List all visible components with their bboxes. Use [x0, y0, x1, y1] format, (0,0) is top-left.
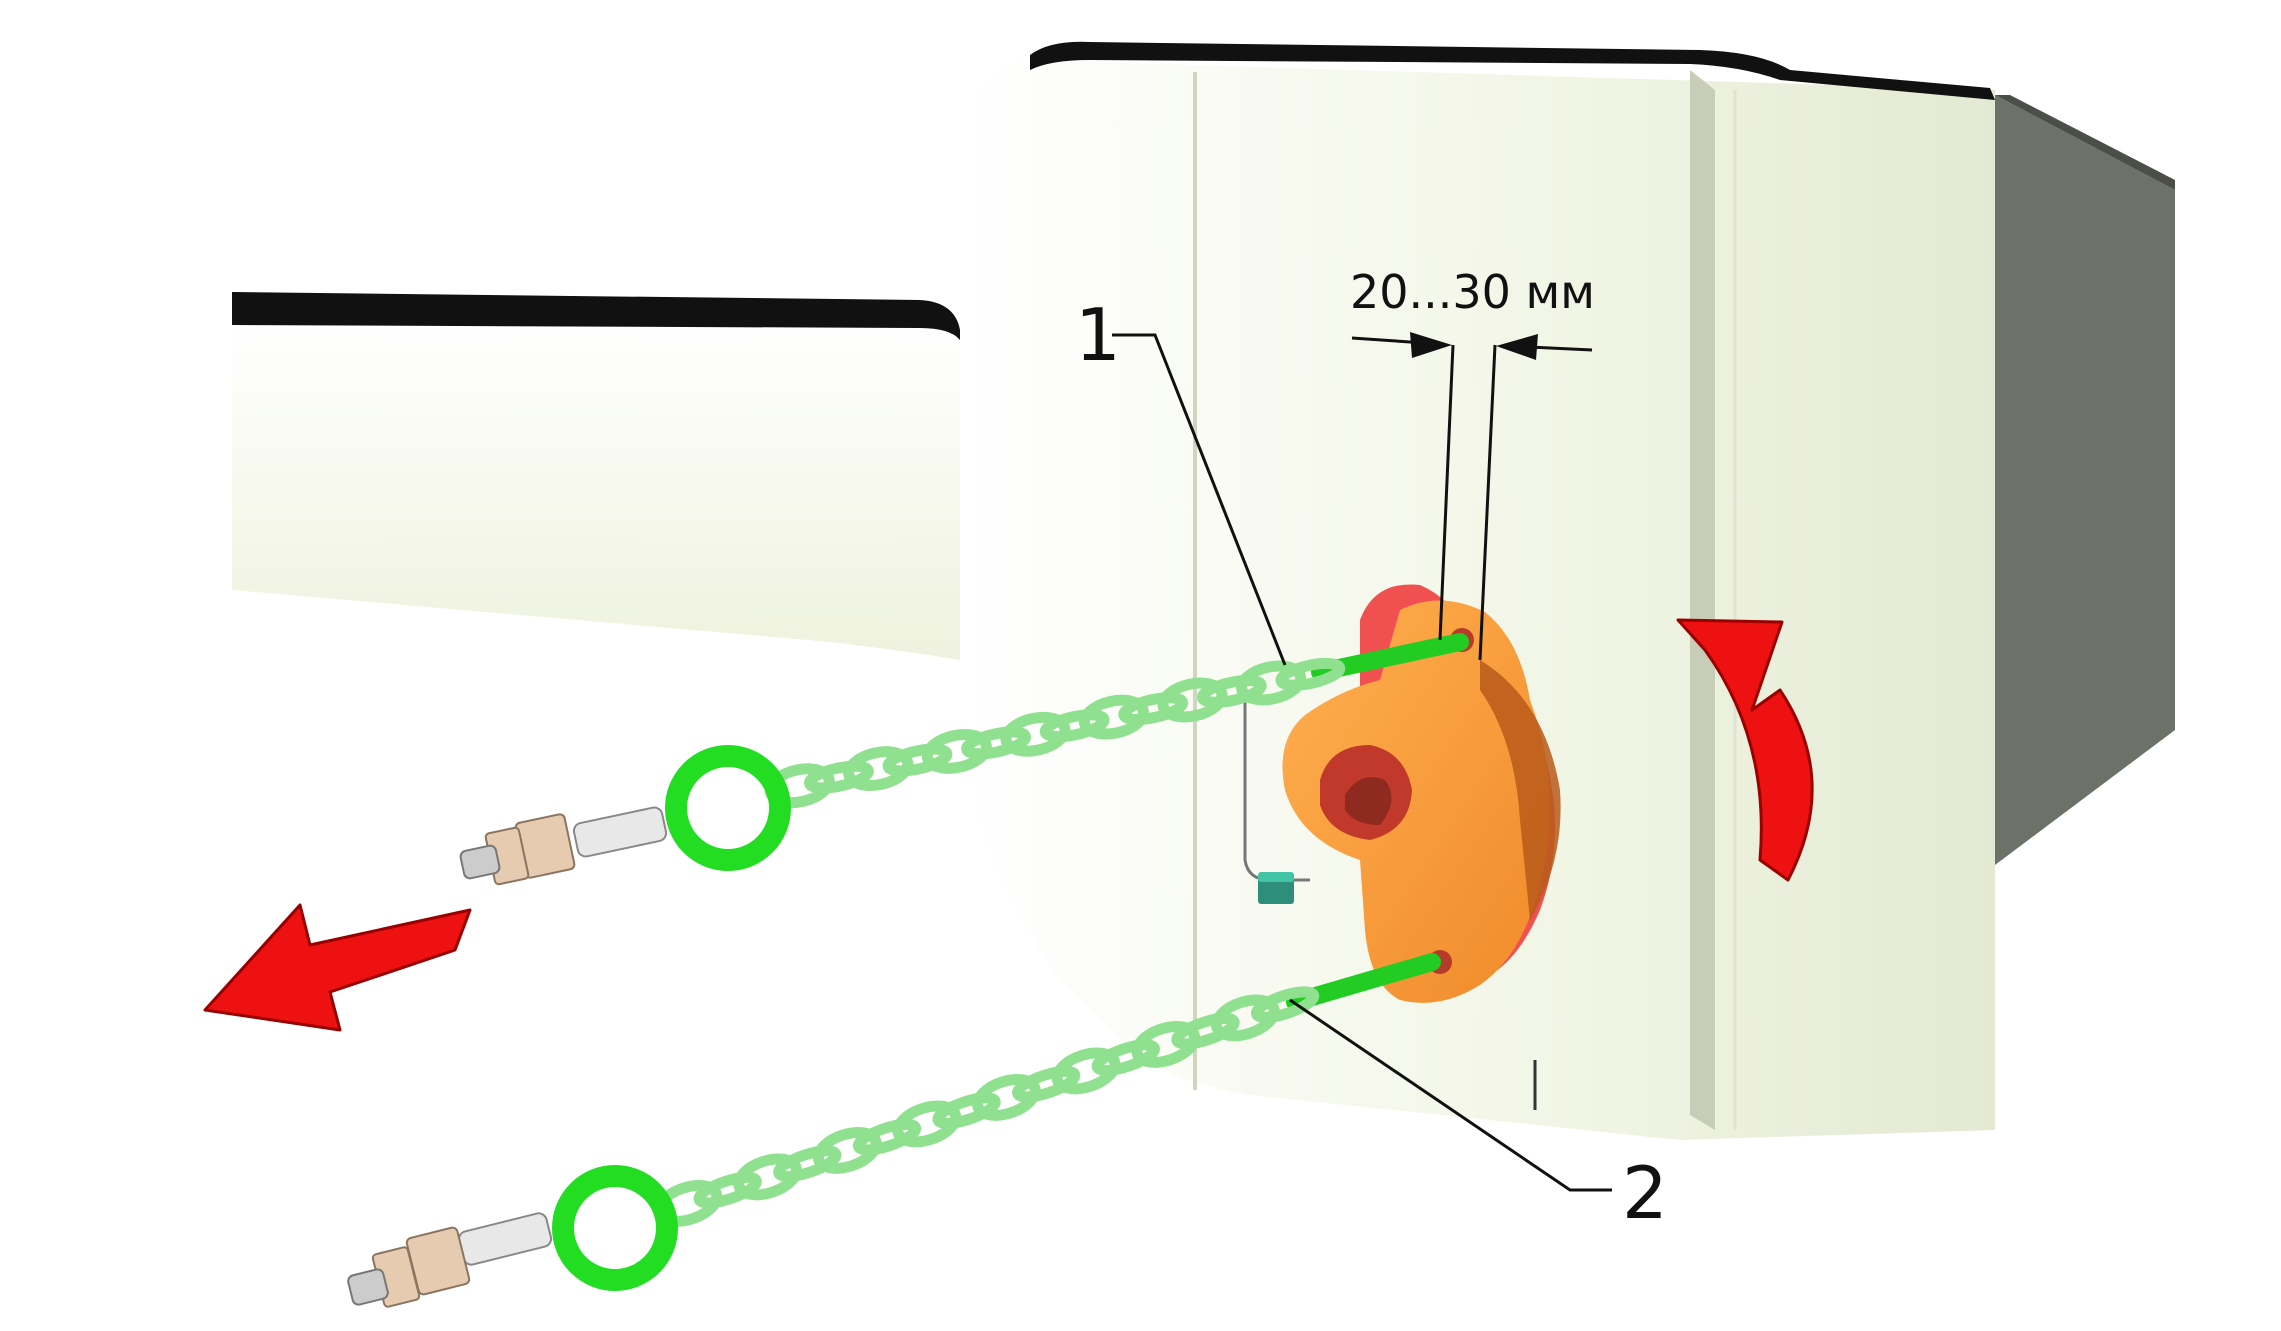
lower-chain-link — [1131, 1021, 1201, 1068]
lower-chain-link — [932, 1092, 1001, 1129]
cam-mechanism — [1243, 584, 1561, 1003]
plate-groove-2 — [1690, 70, 1715, 1130]
upper-chain — [764, 657, 1346, 809]
upper-chain-link — [1275, 657, 1346, 691]
upper-chain-link — [961, 726, 1031, 760]
lower-chain-link — [693, 1171, 762, 1209]
upper-chain-link — [1118, 692, 1189, 725]
lower-chain-link — [773, 1145, 842, 1182]
lower-chain-link — [971, 1074, 1041, 1121]
upper-ring — [665, 745, 791, 871]
upper-chain-link — [804, 760, 874, 794]
cam-nut-top — [1258, 872, 1294, 882]
arrow-left-down-icon — [203, 903, 472, 1032]
dimension-ext-line-right — [1478, 344, 1497, 661]
frame-beam — [232, 320, 960, 660]
upper-chain-link — [1157, 677, 1228, 723]
frame-side-face-edge — [1995, 95, 2175, 190]
lower-chain — [653, 986, 1320, 1227]
lower-chain-link — [1250, 986, 1320, 1023]
upper-chain-link — [1196, 675, 1267, 708]
dimension-annotation: 20...30 мм — [1350, 265, 1595, 661]
callout-1: 1 — [1075, 293, 1287, 666]
dimension-label: 20...30 мм — [1350, 265, 1595, 319]
upper-chain-link — [882, 743, 953, 777]
cam-center-hole-inner — [1345, 777, 1392, 825]
dimension-arrow-left — [1410, 332, 1452, 358]
frame-beam-top-edge — [232, 292, 960, 340]
lower-chain-link — [892, 1100, 962, 1148]
curved-arrow-up-icon — [1676, 618, 1814, 882]
lower-chain-link — [1171, 1012, 1240, 1050]
lower-chain-link — [1210, 994, 1280, 1042]
upper-chain-link — [843, 746, 914, 791]
lower-chain-link — [812, 1127, 882, 1174]
callout-2-leader — [1289, 998, 1612, 1192]
lower-chain-link — [1012, 1065, 1081, 1103]
lower-ring — [552, 1165, 678, 1291]
lower-chain-link — [1091, 1039, 1160, 1076]
callout-1-leader — [1112, 333, 1287, 666]
cam-body — [1282, 600, 1550, 1003]
callout-2-number: 2 — [1622, 1151, 1668, 1235]
upper-chain-link — [1039, 709, 1110, 743]
lower-chain-assembly — [347, 953, 1441, 1308]
cam-nut — [1258, 878, 1294, 904]
dimension-ext-line-left — [1438, 344, 1455, 641]
callout-2: 2 — [1289, 998, 1668, 1235]
upper-bolt — [459, 806, 668, 886]
lower-chain-link — [733, 1153, 802, 1201]
upper-chain-link — [921, 729, 992, 774]
dimension-arrow-right — [1496, 334, 1538, 360]
upper-chain-link — [1000, 711, 1071, 757]
upper-chain-assembly — [459, 633, 1469, 886]
frame-plate-top-edge — [1030, 41, 1995, 100]
frame-side-face — [1995, 95, 2175, 865]
machine-frame — [232, 41, 2175, 1140]
lower-chain-link — [852, 1118, 922, 1156]
cam-shadow-side — [1480, 660, 1561, 920]
upper-chain-link — [1236, 660, 1307, 706]
lower-chain-link — [1051, 1047, 1121, 1095]
upper-chain-link — [1078, 694, 1149, 740]
lower-bolt — [347, 1212, 553, 1308]
